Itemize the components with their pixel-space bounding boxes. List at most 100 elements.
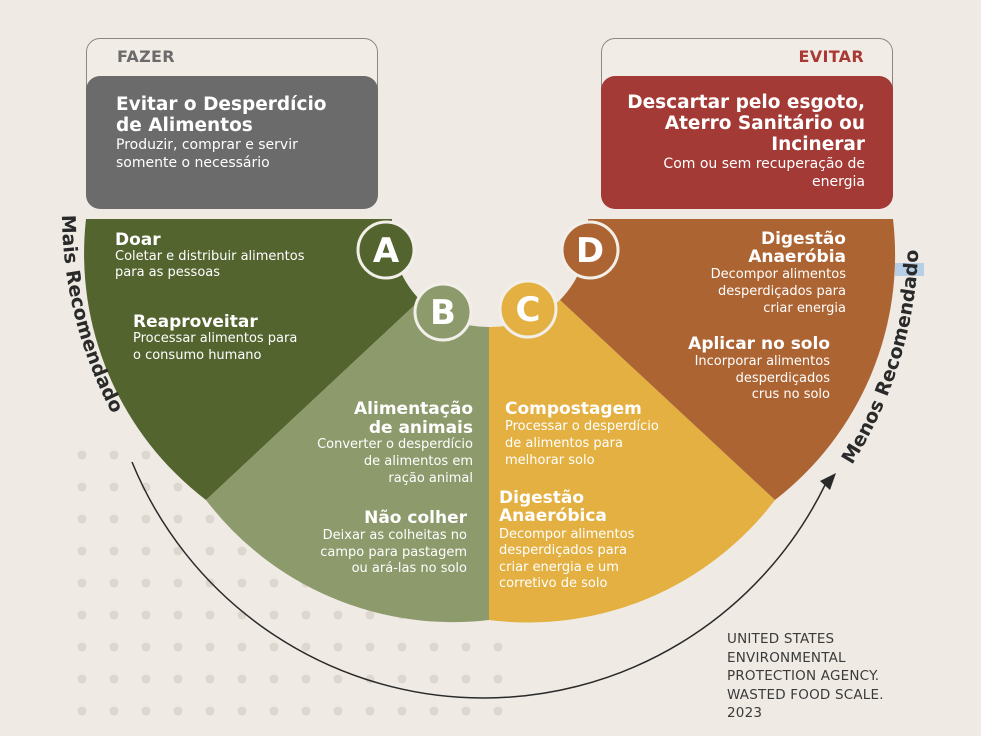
letter-badge-c: C — [498, 279, 558, 339]
fazer-tab-label: FAZER — [117, 47, 175, 66]
pattern-dot — [141, 642, 151, 652]
pattern-dot — [77, 578, 87, 588]
selection-highlight — [895, 263, 924, 276]
pattern-dot — [109, 642, 119, 652]
evitar-title: Descartar pelo esgoto, Aterro Sanitário … — [627, 92, 865, 155]
pattern-dot — [141, 610, 151, 620]
reaproveitar-desc-line-2: o consumo humano — [133, 348, 262, 363]
digestao-c-title-line-2: Anaeróbica — [499, 506, 607, 526]
alimentacao-desc-line-3: ração animal — [388, 471, 473, 486]
pattern-dot — [237, 674, 247, 684]
segment-b — [206, 300, 489, 623]
pattern-dot — [397, 674, 407, 684]
pattern-dot — [493, 706, 503, 716]
pattern-dot — [237, 706, 247, 716]
pattern-dot — [109, 546, 119, 556]
pattern-dot — [141, 514, 151, 524]
pattern-dot — [301, 674, 311, 684]
pattern-dot — [173, 642, 183, 652]
fazer-desc: Produzir, comprar e servir somente o nec… — [116, 137, 298, 171]
reaproveitar-title: Reaproveitar — [133, 312, 258, 332]
alimentacao-title-line-2: de animais — [369, 418, 473, 438]
pattern-dot — [205, 546, 215, 556]
reaproveitar-desc-line-1: Processar alimentos para — [133, 331, 297, 346]
digestao-c-title-line-1: Digestão — [499, 488, 584, 508]
compostagem-title: Compostagem — [505, 399, 642, 419]
nao-colher-title: Não colher — [364, 508, 468, 528]
pattern-dot — [205, 706, 215, 716]
letter-d: D — [576, 231, 604, 271]
pattern-dot — [365, 642, 375, 652]
nao-colher-desc-line-2: campo para pastagem — [320, 545, 467, 560]
pattern-dot — [301, 642, 311, 652]
pattern-dot — [493, 674, 503, 684]
pattern-dot — [397, 642, 407, 652]
pattern-dot — [77, 450, 87, 460]
pattern-dot — [109, 674, 119, 684]
pattern-dot — [301, 706, 311, 716]
pattern-dot — [205, 674, 215, 684]
pattern-dot — [109, 706, 119, 716]
digestao-c-desc-line-3: criar energia e um — [499, 560, 619, 575]
nao-colher-desc-line-1: Deixar as colheitas no — [323, 528, 467, 543]
pattern-dot — [141, 546, 151, 556]
digestao-d-desc-line-3: criar energia — [763, 301, 846, 316]
pattern-dot — [77, 546, 87, 556]
pattern-dot — [365, 706, 375, 716]
digestao-d-desc-line-2: desperdiçados para — [718, 284, 846, 299]
pattern-dot — [269, 610, 279, 620]
compostagem-desc-line-2: de alimentos para — [505, 436, 623, 451]
pattern-dot — [429, 642, 439, 652]
digestao-c-desc-line-2: desperdiçados para — [499, 543, 627, 558]
pattern-dot — [173, 674, 183, 684]
segment-d — [560, 219, 896, 500]
pattern-dot — [173, 482, 183, 492]
aplicar-solo-title: Aplicar no solo — [688, 334, 830, 354]
segment-b-text: Alimentação de animais Converter o despe… — [317, 399, 473, 576]
alimentacao-desc-line-2: de alimentos em — [364, 454, 473, 469]
pattern-dot — [141, 450, 151, 460]
compostagem-desc-line-3: melhorar solo — [505, 453, 595, 468]
pattern-dot — [205, 610, 215, 620]
pattern-dot — [205, 514, 215, 524]
pattern-dot — [461, 642, 471, 652]
letter-badge-a: A — [356, 220, 416, 280]
pattern-dot — [205, 578, 215, 588]
pattern-dot — [77, 706, 87, 716]
digestao-c-desc-line-1: Decompor alimentos — [499, 527, 635, 542]
segment-a — [84, 219, 421, 500]
pattern-dot — [77, 610, 87, 620]
digestao-d-title-line-1: Digestão — [761, 229, 846, 249]
pattern-dot — [269, 674, 279, 684]
pattern-dot — [173, 706, 183, 716]
pattern-dot — [205, 642, 215, 652]
pattern-dot — [269, 578, 279, 588]
pattern-dot — [461, 674, 471, 684]
pattern-dot — [109, 578, 119, 588]
pattern-dot — [141, 674, 151, 684]
pattern-dot — [77, 482, 87, 492]
pattern-dot — [333, 610, 343, 620]
pattern-dot — [109, 482, 119, 492]
aplicar-solo-desc-line-1: Incorporar alimentos — [695, 354, 831, 369]
doar-title: Doar — [115, 230, 161, 250]
letter-b: B — [430, 293, 456, 333]
segment-c-text: Compostagem Processar o desperdício de a… — [499, 399, 659, 591]
pattern-dot — [493, 642, 503, 652]
pattern-dot — [237, 578, 247, 588]
pattern-dot — [173, 578, 183, 588]
pattern-dot — [397, 706, 407, 716]
pattern-dot — [429, 706, 439, 716]
doar-desc-line-2: para as pessoas — [115, 265, 220, 280]
letter-badge-b: B — [413, 282, 473, 342]
compostagem-desc-line-1: Processar o desperdício — [505, 419, 659, 434]
nao-colher-desc-line-3: ou ará-las no solo — [352, 561, 467, 576]
letter-badge-d: D — [560, 220, 620, 280]
letter-a: A — [373, 231, 400, 271]
segment-c — [489, 300, 775, 623]
pattern-dot — [141, 578, 151, 588]
pattern-dot — [77, 514, 87, 524]
source-citation: UNITED STATES ENVIRONMENTAL PROTECTION A… — [727, 631, 884, 721]
pattern-dot — [77, 642, 87, 652]
